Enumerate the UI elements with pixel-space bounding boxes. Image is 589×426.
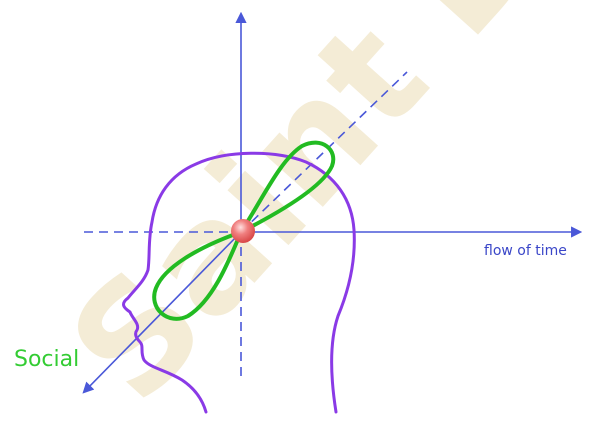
watermark: Saint Dooh <box>37 0 589 426</box>
center-point <box>231 219 255 243</box>
time-axis-label: flow of time <box>484 243 567 259</box>
social-axis-label: Social <box>14 347 79 372</box>
watermark-text: Saint Dooh <box>37 0 589 426</box>
